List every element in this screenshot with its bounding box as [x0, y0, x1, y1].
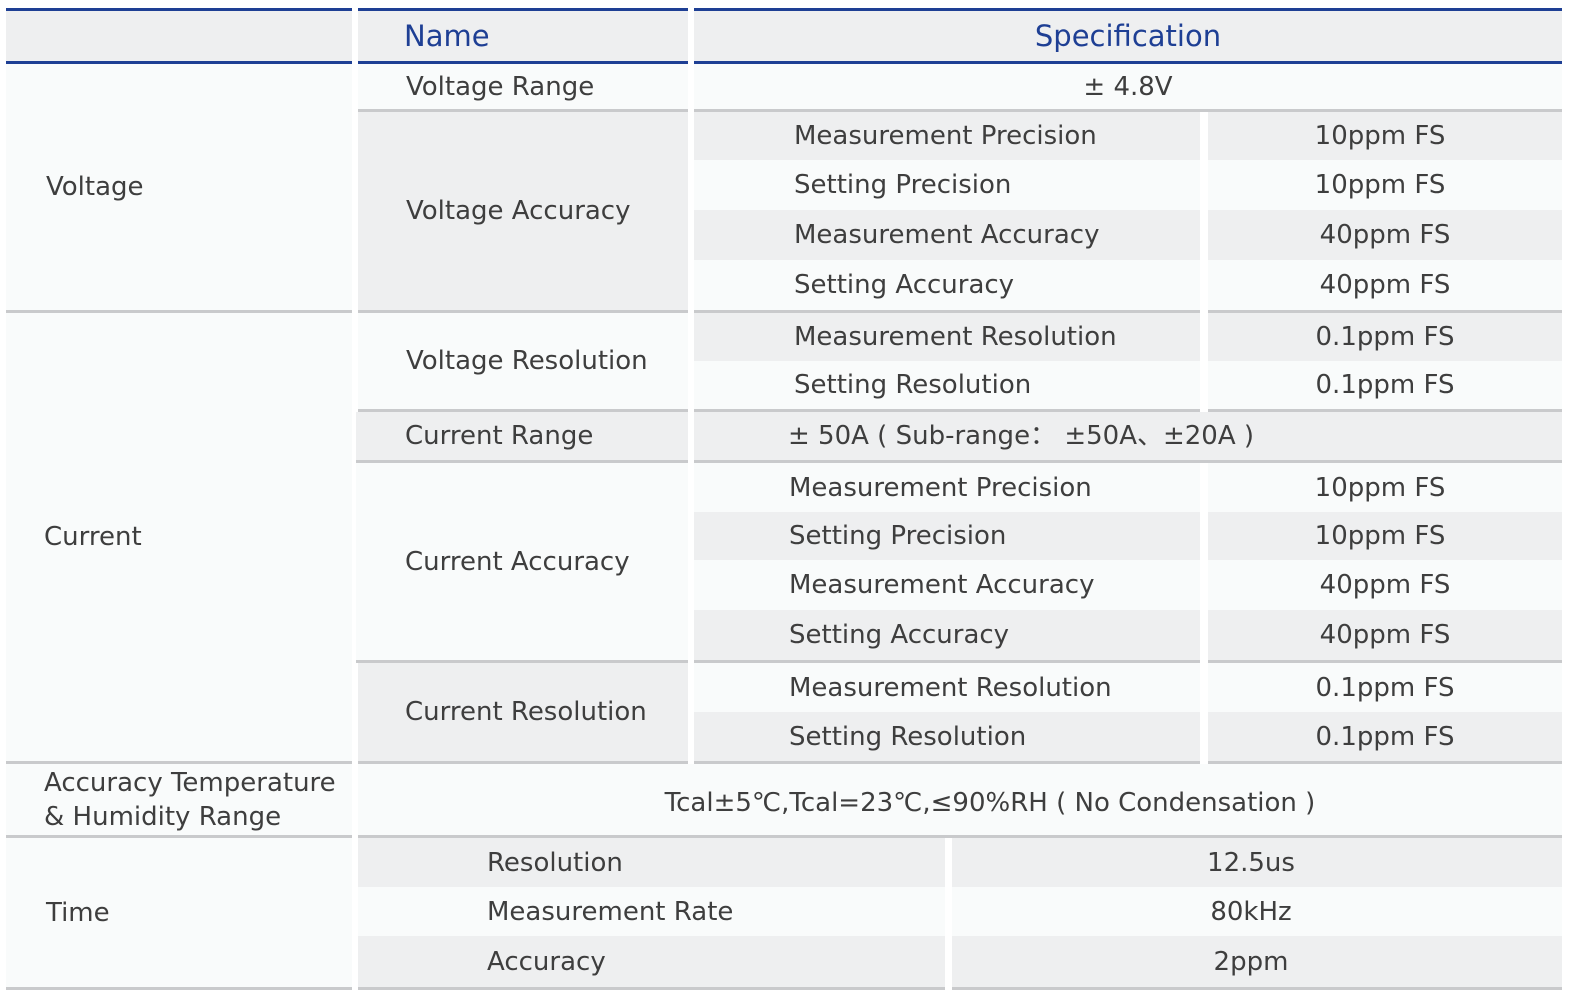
time-row-label: Resolution — [358, 838, 945, 887]
voltage-accuracy-row-value: 40ppm FS — [1208, 260, 1562, 313]
current-accuracy-row-label: Setting Accuracy — [694, 610, 1200, 663]
time-row-label: Measurement Rate — [358, 887, 945, 936]
current-accuracy-row-label: Setting Precision — [694, 512, 1200, 560]
voltage-accuracy-label: Voltage Accuracy — [358, 112, 688, 313]
group-voltage: Voltage — [6, 64, 352, 313]
voltage-resolution-row-label: Measurement Resolution — [694, 313, 1200, 361]
voltage-accuracy-row-label: Setting Precision — [694, 160, 1200, 210]
current-range-label: Current Range — [356, 412, 688, 463]
time-row-value: 80kHz — [952, 887, 1562, 936]
current-accuracy-row-label: Measurement Accuracy — [694, 560, 1200, 610]
voltage-accuracy-row-value: 10ppm FS — [1208, 160, 1562, 210]
current-accuracy-label: Current Accuracy — [356, 463, 688, 663]
current-range-value: ± 50A ( Sub-range： ±50A、±20A ) — [694, 412, 1562, 463]
current-resolution-row-label: Measurement Resolution — [694, 663, 1200, 712]
voltage-accuracy-row-label: Measurement Precision — [694, 112, 1200, 160]
current-resolution-row-label: Setting Resolution — [694, 712, 1200, 764]
current-accuracy-row-label: Measurement Precision — [694, 463, 1200, 512]
header-name: Name — [358, 8, 688, 64]
time-row-label: Accuracy — [358, 936, 945, 990]
group-current: Current — [6, 313, 352, 764]
header-specification: Specification — [694, 8, 1562, 64]
current-resolution-label: Current Resolution — [358, 663, 688, 764]
voltage-resolution-row-value: 0.1ppm FS — [1208, 361, 1562, 412]
current-accuracy-row-value: 40ppm FS — [1208, 610, 1562, 663]
current-resolution-row-value: 0.1ppm FS — [1208, 663, 1562, 712]
group-time: Time — [6, 838, 352, 990]
voltage-resolution-row-value: 0.1ppm FS — [1208, 313, 1562, 361]
voltage-accuracy-row-value: 40ppm FS — [1208, 210, 1562, 260]
time-row-value: 12.5us — [952, 838, 1562, 887]
current-resolution-row-value: 0.1ppm FS — [1208, 712, 1562, 764]
group-accuracy-temperature: Accuracy Temperature & Humidity Range — [6, 764, 352, 838]
voltage-resolution-label: Voltage Resolution — [358, 313, 688, 412]
header-blank — [6, 8, 352, 64]
voltage-resolution-row-label: Setting Resolution — [694, 361, 1200, 412]
time-row-value: 2ppm — [952, 936, 1562, 990]
voltage-range-value: ± 4.8V — [694, 64, 1562, 112]
current-accuracy-row-value: 40ppm FS — [1208, 560, 1562, 610]
current-accuracy-row-value: 10ppm FS — [1208, 463, 1562, 512]
voltage-accuracy-row-label: Setting Accuracy — [694, 260, 1200, 313]
voltage-accuracy-row-value: 10ppm FS — [1208, 112, 1562, 160]
accuracy-temperature-value: Tcal±5℃,Tcal=23℃,≤90%RH ( No Condensatio… — [358, 764, 1562, 838]
current-accuracy-row-value: 10ppm FS — [1208, 512, 1562, 560]
voltage-range-label: Voltage Range — [358, 64, 688, 112]
voltage-accuracy-row-label: Measurement Accuracy — [694, 210, 1200, 260]
